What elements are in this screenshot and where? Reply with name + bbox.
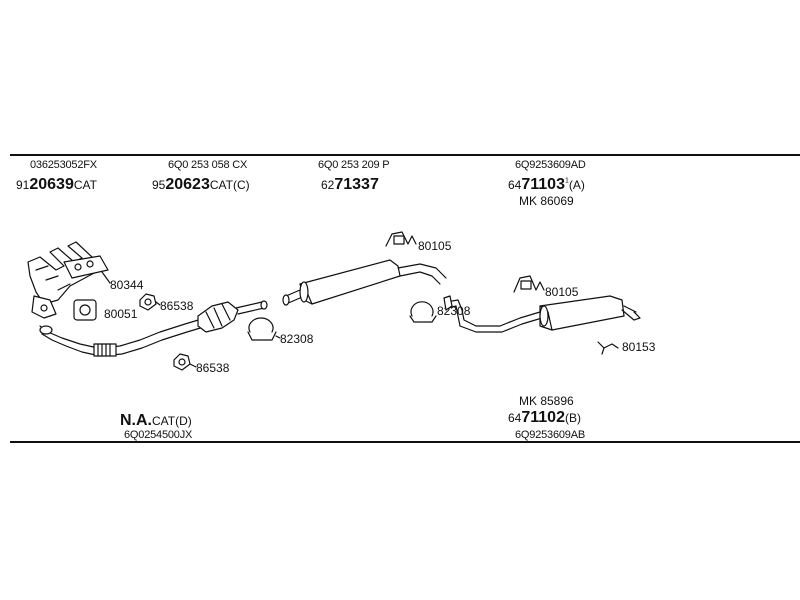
label-86538-upper: 86538 <box>160 299 194 313</box>
label-80344: 80344 <box>110 278 144 292</box>
label-80105-upper: 80105 <box>418 239 452 253</box>
bracket-80153 <box>597 341 619 355</box>
label-80105-lower: 80105 <box>545 285 579 299</box>
manifold-gasket <box>63 255 111 284</box>
exhaust-manifold <box>27 241 97 319</box>
label-86538-lower: 86538 <box>196 361 230 375</box>
clamp-82308-left <box>247 317 281 341</box>
rear-silencer <box>539 295 641 331</box>
right-mk-number: MK 85896 <box>519 394 574 408</box>
label-80051: 80051 <box>104 307 138 321</box>
col2-oe-number: 6Q0 253 058 CX <box>168 159 248 171</box>
col3-part-number: 6271337 <box>321 176 379 193</box>
catalytic-converter <box>197 300 268 333</box>
rear-pipe <box>443 295 543 333</box>
col2-part-number: 9520623CAT(C) <box>152 176 250 193</box>
col1-part-number: 9120639CAT <box>16 176 97 193</box>
right-part-number: 6471102(B) <box>508 409 581 426</box>
col1-oe-number: 036253052FX <box>30 159 97 171</box>
col4-oe-number: 6Q9253609AD <box>515 159 586 171</box>
col3-oe-number: 6Q0 253 209 P <box>318 159 390 171</box>
right-oe-number: 6Q9253609AB <box>515 429 585 441</box>
left-oe-number: 6Q0254500JX <box>124 429 193 441</box>
center-silencer <box>282 259 447 306</box>
hanger-80105-lower <box>513 275 545 293</box>
left-cat-code: N.A.CAT(D) <box>120 412 192 429</box>
label-82308-left: 82308 <box>280 332 314 346</box>
hanger-80105-upper <box>385 231 417 247</box>
label-80153: 80153 <box>622 340 656 354</box>
col4-part-number: 64711031(A) <box>508 176 585 193</box>
bottom-rule <box>10 441 800 443</box>
flange-gasket-80051 <box>73 299 97 321</box>
top-rule <box>10 154 800 156</box>
front-pipe <box>39 317 208 357</box>
clamp-86538-lower <box>173 353 197 371</box>
clamp-82308-right <box>409 301 437 323</box>
clamp-86538-upper <box>139 293 161 311</box>
col4-mk-number: MK 86069 <box>519 194 574 208</box>
